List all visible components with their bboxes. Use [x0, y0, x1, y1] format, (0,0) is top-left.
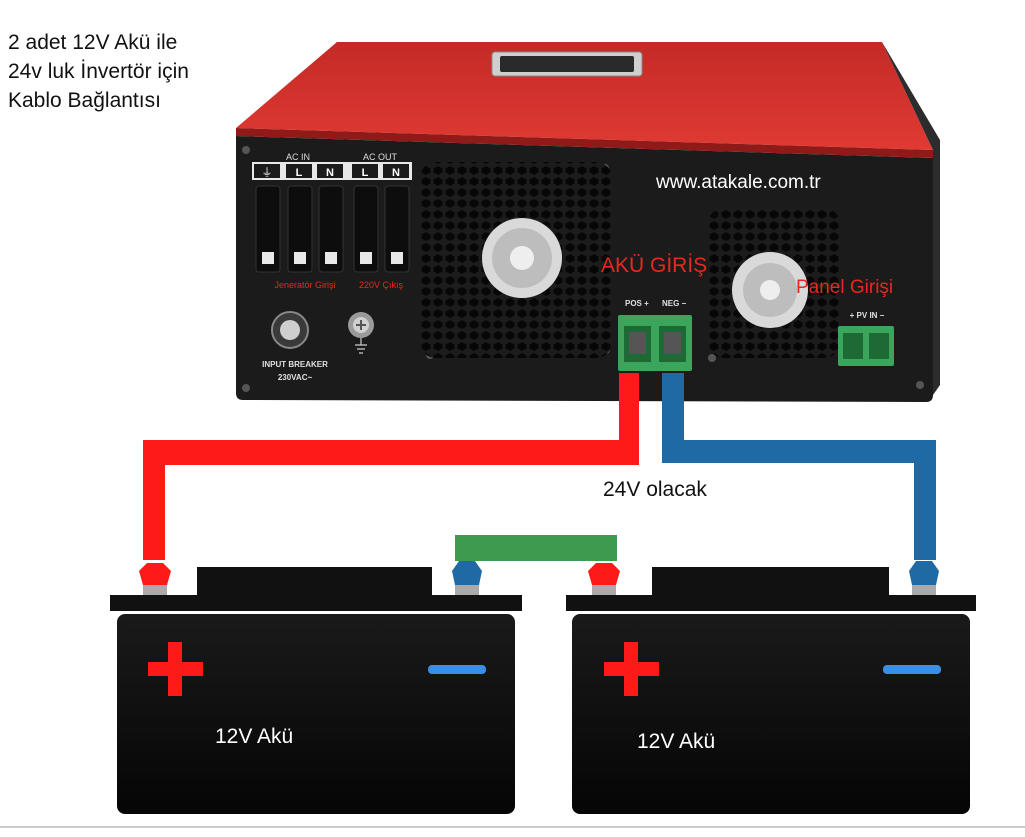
- ground-screw: [348, 312, 374, 354]
- inverter: ⏚ L N L N AC IN AC OUT: [236, 42, 940, 402]
- ground-icon: [355, 338, 367, 354]
- pv-in-label: + PV IN −: [850, 311, 885, 320]
- terminal-n-label: N: [392, 167, 400, 179]
- ac-terminal-block: ⏚ L N L N AC IN AC OUT: [252, 152, 412, 290]
- ac-in-label: AC IN: [286, 152, 310, 162]
- terminal-l-label: L: [296, 167, 303, 179]
- battery-label: 12V Akü: [215, 725, 293, 748]
- positive-terminal-icon: [588, 563, 620, 595]
- terminal-ground-label: ⏚: [262, 166, 273, 179]
- website-label: www.atakale.com.tr: [655, 172, 821, 193]
- minus-sign-icon: [883, 665, 941, 674]
- pos-terminal-label: POS +: [625, 299, 649, 308]
- series-link-cable: [455, 535, 617, 561]
- pv-terminal-block: + PV IN −: [838, 311, 894, 366]
- negative-cable: [662, 373, 936, 560]
- display-screen: [500, 56, 634, 72]
- negative-terminal-icon: [909, 561, 939, 595]
- battery-terminal-block: POS + NEG −: [618, 299, 692, 371]
- diagram-title: 2 adet 12V Akü ile 24v luk İnvertör için…: [8, 31, 189, 112]
- screw-icon: [916, 381, 924, 389]
- battery-2: 12V Akü: [566, 561, 976, 814]
- screw-icon: [242, 146, 250, 154]
- voltage-note: 24V olacak: [603, 478, 707, 501]
- inverter-top-panel: [236, 42, 933, 150]
- ac-out-label: AC OUT: [363, 152, 398, 162]
- terminal-n-label: N: [326, 167, 334, 179]
- panel-input-label: Panel Girişi: [796, 277, 893, 298]
- minus-sign-icon: [428, 665, 486, 674]
- negative-terminal-icon: [452, 561, 482, 595]
- neg-terminal-label: NEG −: [662, 299, 687, 308]
- battery-1: 12V Akü: [110, 561, 522, 814]
- generator-input-label: Jeneratör Girişi: [274, 280, 335, 290]
- positive-cable: [143, 373, 639, 560]
- positive-terminal-icon: [139, 563, 171, 595]
- screw-icon: [242, 384, 250, 392]
- breaker-label: INPUT BREAKER: [262, 360, 328, 369]
- battery-input-label: AKÜ GİRİŞ: [601, 254, 707, 277]
- breaker-rating: 230VAC~: [278, 373, 313, 382]
- ac-terminals: [255, 185, 410, 273]
- battery-label: 12V Akü: [637, 730, 715, 753]
- output-220v-label: 220V Çıkış: [359, 280, 404, 290]
- screw-icon: [708, 354, 716, 362]
- terminal-l-label: L: [362, 167, 369, 179]
- input-breaker: INPUT BREAKER 230VAC~: [262, 311, 328, 382]
- inverter-side-panel: [882, 42, 940, 395]
- inverter-lid-edge: [236, 128, 934, 158]
